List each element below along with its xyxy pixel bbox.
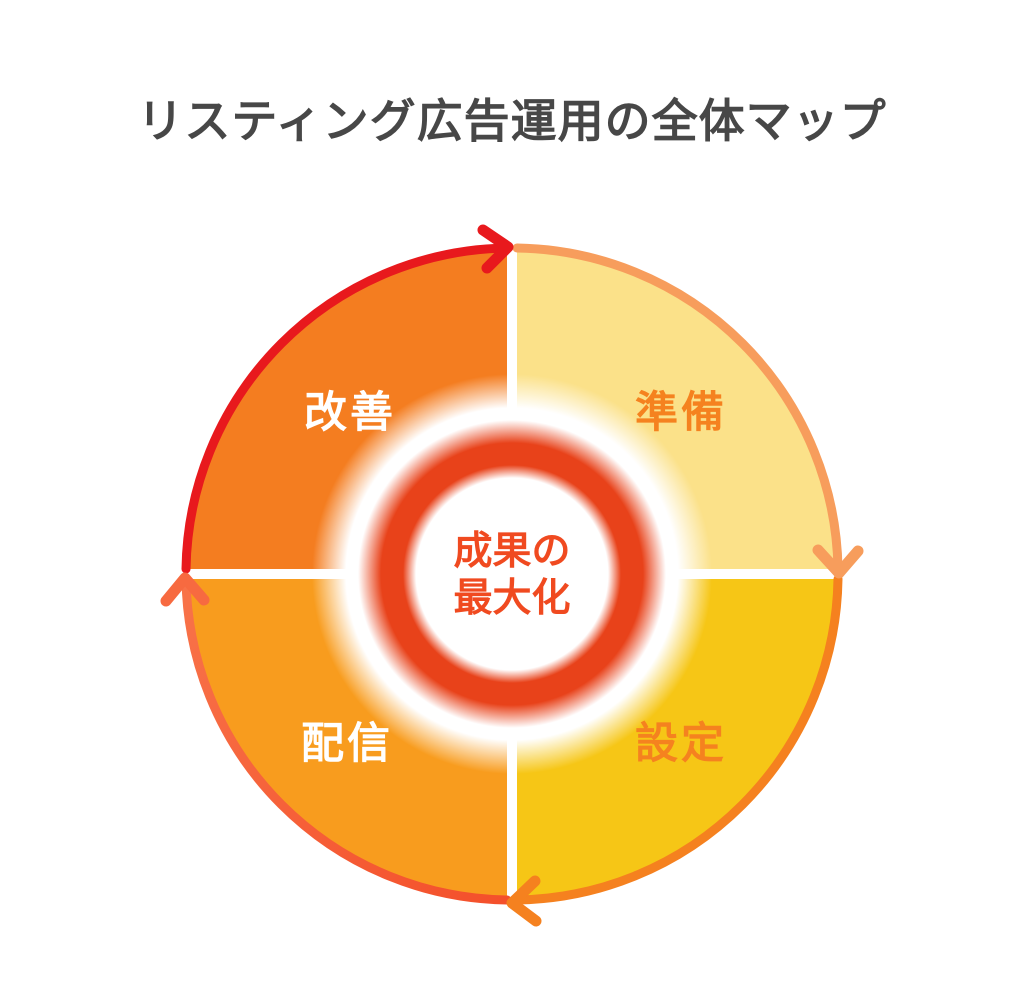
center-glow-ring <box>312 374 712 774</box>
quadrant-prepare-arc <box>512 243 843 574</box>
quadrant-deliver-label: 配信 <box>301 720 393 768</box>
quadrant-improve-label: 改善 <box>304 389 396 437</box>
quadrant-setup-label: 設定 <box>635 720 727 768</box>
arrow-left-icon <box>506 875 542 927</box>
quadrant-setup-arc <box>512 574 843 905</box>
arrow-down-icon <box>812 544 864 579</box>
page-title: リスティング広告運用の全体マップ <box>137 95 887 147</box>
quadrant-deliver-arc <box>181 574 512 905</box>
arrow-right-icon <box>477 224 514 274</box>
center-label-line1: 成果の <box>453 530 570 573</box>
arrow-up-icon <box>160 572 210 607</box>
quadrant-prepare-label: 準備 <box>635 389 727 437</box>
quadrant-improve-arc <box>181 243 512 574</box>
center-label-line2: 最大化 <box>453 577 570 620</box>
